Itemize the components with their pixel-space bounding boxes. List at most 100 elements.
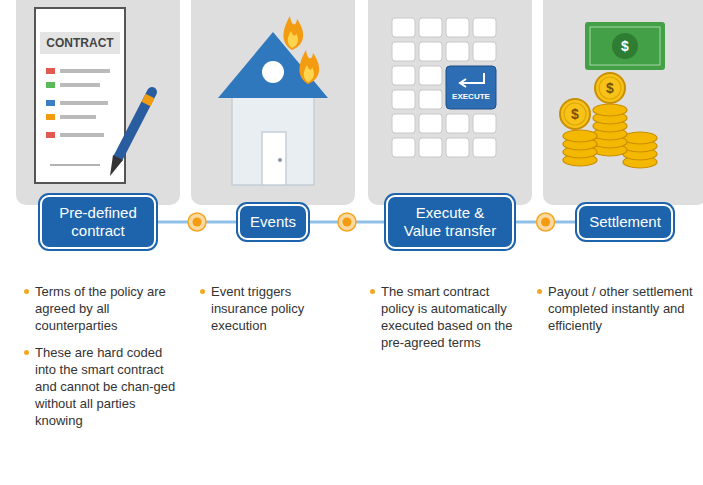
- keyboard-icon: [419, 18, 442, 37]
- pen-icon: [110, 92, 152, 176]
- coin-stacks: [623, 132, 657, 144]
- process-box: Events: [238, 204, 308, 240]
- execute-key: [446, 66, 496, 109]
- keyboard-icon: [419, 114, 442, 133]
- contract-icon: [35, 8, 125, 183]
- contract-icon: [60, 115, 96, 119]
- connector-dot: [188, 213, 206, 231]
- currency-sign: $: [598, 78, 622, 98]
- connector-dot: [541, 218, 550, 227]
- contract-icon: [40, 32, 120, 54]
- connector-dot: [342, 218, 351, 227]
- coin-stacks: [560, 99, 590, 129]
- bullet-text: Event triggers insurance policy executio…: [200, 283, 330, 334]
- bullet-text: These are hard coded into the smart cont…: [24, 344, 176, 429]
- grey-panel: [191, 0, 355, 205]
- keyboard-icon: [473, 138, 496, 157]
- label-text: $: [571, 106, 579, 122]
- keyboard-icon: [419, 66, 442, 85]
- currency-sign: $: [613, 36, 637, 56]
- keyboard-icon: [419, 42, 442, 61]
- icon-label: CONTRACT: [40, 32, 120, 54]
- coin-stacks: [593, 104, 627, 116]
- banknote-icon: [585, 22, 665, 70]
- label-text: $: [621, 38, 629, 54]
- contract-icon: [60, 133, 104, 137]
- grey-panel: [368, 0, 532, 205]
- label-text: Event triggers insurance policy executio…: [211, 284, 304, 333]
- contract-icon: [46, 132, 55, 138]
- keyboard-icon: [446, 138, 469, 157]
- fire-icon: [299, 50, 319, 84]
- execute-key: [461, 73, 484, 83]
- icon-label: EXECUTE: [446, 92, 496, 102]
- process-box: Execute & Value transfer: [386, 195, 514, 249]
- keyboard-icon: [446, 114, 469, 133]
- bullet-dot: [24, 350, 29, 355]
- connector-dot: [537, 213, 555, 231]
- coin-stacks: [564, 103, 586, 125]
- contract-icon: [60, 69, 110, 73]
- execute-key: [446, 66, 496, 109]
- label-text: EXECUTE: [452, 92, 490, 101]
- label-text: These are hard coded into the smart cont…: [35, 345, 175, 428]
- keyboard-icon: [392, 18, 415, 37]
- execute-key: [460, 79, 466, 87]
- house-icon: [218, 32, 328, 185]
- connector-dot: [537, 213, 555, 231]
- house-icon: [232, 90, 314, 185]
- bullet-dot: [537, 289, 542, 294]
- bullet-dot: [370, 289, 375, 294]
- grey-panel: [543, 0, 703, 205]
- keyboard-icon: [419, 138, 442, 157]
- bullet-text: The smart contract policy is automatical…: [370, 283, 520, 351]
- contract-icon: [46, 100, 55, 106]
- currency-sign: $: [563, 104, 587, 124]
- keyboard-icon: [392, 90, 415, 109]
- label-text: $: [606, 80, 614, 96]
- process-box: Settlement: [577, 204, 673, 240]
- fire-icon: [288, 31, 298, 48]
- keyboard-icon: [392, 114, 415, 133]
- grey-panel: [16, 0, 180, 205]
- label-text: Payout / other settlement completed inst…: [548, 284, 693, 333]
- keyboard-icon: [392, 42, 415, 61]
- contract-icon: [60, 101, 108, 105]
- contract-icon: [46, 82, 55, 88]
- keyboard-icon: [392, 66, 415, 85]
- banknote-icon: [585, 22, 665, 70]
- label-text: CONTRACT: [46, 36, 113, 50]
- keyboard-icon: [446, 42, 469, 61]
- connector-dot: [193, 218, 202, 227]
- fire-icon: [283, 16, 319, 84]
- connector-dot: [188, 213, 206, 231]
- connector-dot: [338, 213, 356, 231]
- keyboard-icon: [473, 114, 496, 133]
- pen-icon: [146, 96, 150, 104]
- pen-icon: [118, 92, 152, 158]
- process-box: Pre-defined contract: [40, 195, 156, 249]
- contract-icon: [46, 114, 55, 120]
- coin-stacks: [563, 130, 597, 142]
- fire-icon: [304, 65, 314, 82]
- house-icon: [262, 132, 286, 185]
- keyboard-icon: [473, 42, 496, 61]
- coin-stacks: [599, 77, 621, 99]
- banknote-icon: [612, 33, 638, 59]
- keyboard-icon: [473, 18, 496, 37]
- keyboard-icon: [392, 18, 496, 157]
- connector-dot: [338, 213, 356, 231]
- house-icon: [278, 158, 282, 162]
- keyboard-icon: [419, 90, 442, 109]
- box-label: Settlement: [589, 213, 661, 231]
- coin-stacks: [595, 73, 625, 103]
- keyboard-icon: [392, 138, 415, 157]
- label-text: The smart contract policy is automatical…: [381, 284, 513, 350]
- bullet-text: Payout / other settlement completed inst…: [537, 283, 697, 334]
- bullet-dot: [200, 289, 205, 294]
- box-label: Pre-defined contract: [52, 204, 144, 240]
- grey-panel: [16, 0, 703, 205]
- box-label: Execute & Value transfer: [398, 204, 502, 240]
- house-icon: [218, 32, 328, 98]
